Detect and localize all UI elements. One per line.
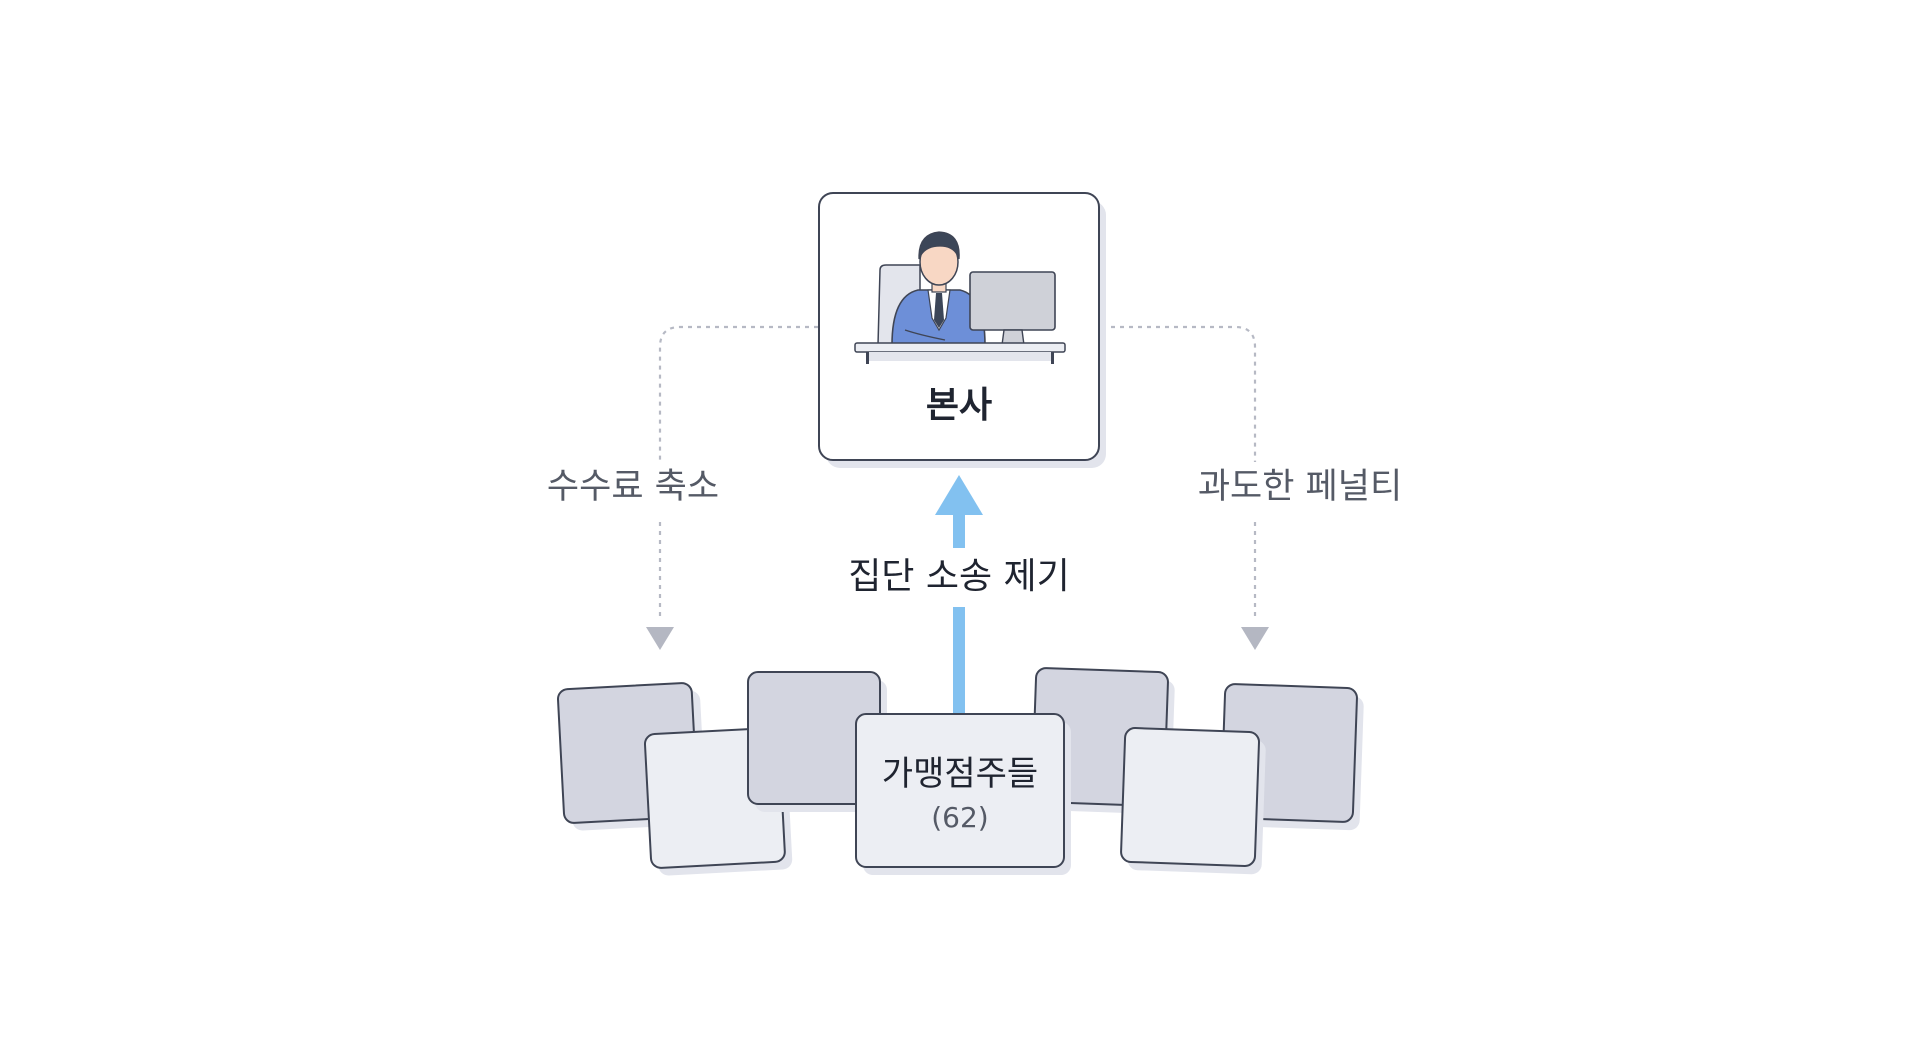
center-flow-label: 집단 소송 제기	[848, 556, 1070, 597]
left-flow-label: 수수료 축소	[547, 467, 719, 507]
left-arrowhead-icon	[646, 627, 674, 650]
franchisees-count: (62)	[931, 801, 988, 834]
headquarters-label: 본사	[926, 385, 992, 426]
headquarters-box: 본사	[818, 192, 1106, 468]
left-dotted-connector	[646, 325, 818, 650]
franchisee-card-right	[1120, 727, 1266, 875]
right-arrowhead-icon	[1241, 627, 1269, 650]
center-upward-arrow	[935, 475, 983, 715]
right-flow-label: 과도한 페널티	[1198, 467, 1402, 507]
franchisees-box: 가맹점주들 (62)	[855, 713, 1071, 875]
office-worker-at-desk-icon	[854, 231, 1066, 364]
right-dotted-connector	[1102, 325, 1269, 650]
franchisee-card-center-left	[747, 671, 887, 812]
franchisees-label: 가맹점주들	[882, 754, 1038, 794]
up-arrowhead-icon	[935, 475, 983, 515]
